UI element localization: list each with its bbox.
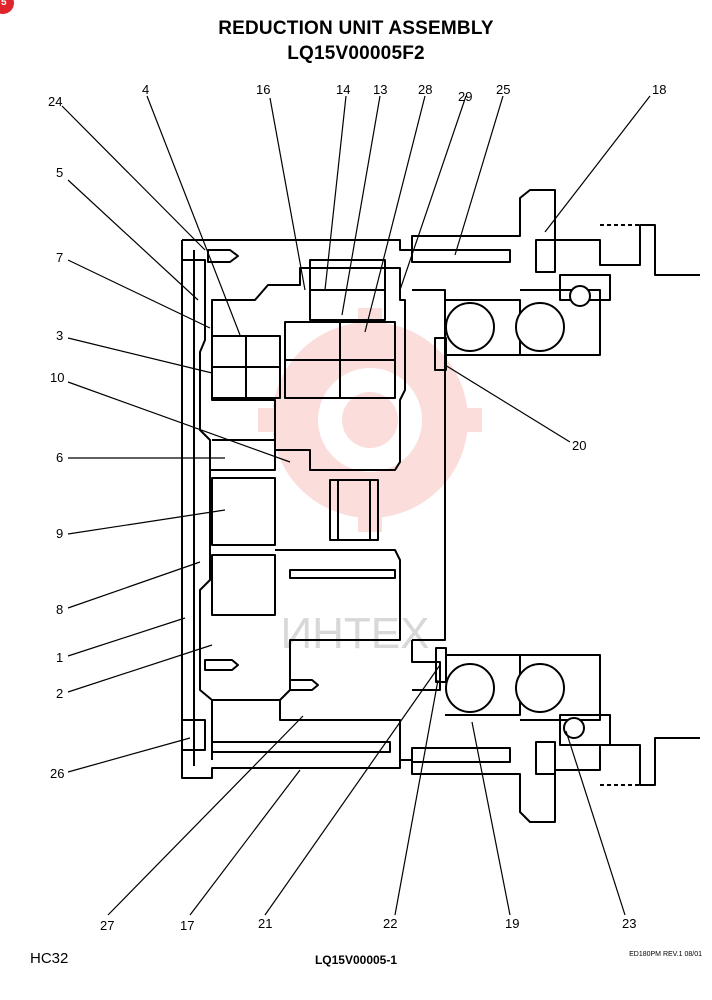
badge-glyph: 5 <box>1 0 7 8</box>
callout-25: 25 <box>496 82 510 97</box>
callout-20: 20 <box>572 438 586 453</box>
callout-17: 17 <box>180 918 194 933</box>
bearings <box>445 285 591 739</box>
callout-13: 13 <box>373 82 387 97</box>
callout-3: 3 <box>56 328 63 343</box>
callout-28: 28 <box>418 82 432 97</box>
callout-23: 23 <box>622 916 636 931</box>
callout-9: 9 <box>56 526 63 541</box>
callout-2: 2 <box>56 686 63 701</box>
callout-18: 18 <box>652 82 666 97</box>
callout-1: 1 <box>56 650 63 665</box>
corner-badge: 5 <box>0 0 14 14</box>
footer-right: ED180PM REV.1 08/01 <box>629 951 702 958</box>
callout-21: 21 <box>258 916 272 931</box>
callout-7: 7 <box>56 250 63 265</box>
callout-29: 29 <box>458 89 472 104</box>
watermark-text: ИНТЕХ <box>281 609 430 658</box>
footer-center: LQ15V00005-1 <box>314 953 398 967</box>
callout-4: 4 <box>142 82 149 97</box>
footer-left: HC32 <box>30 950 69 967</box>
callout-6: 6 <box>56 450 63 465</box>
callout-16: 16 <box>256 82 270 97</box>
part-number: LQ15V00005F2 <box>287 43 425 64</box>
callout-10: 10 <box>50 370 64 385</box>
leader-lines <box>61 95 651 916</box>
callout-22: 22 <box>383 916 397 931</box>
callout-labels: 24 4 16 14 13 28 29 25 18 5 7 3 10 6 9 8… <box>48 82 666 933</box>
page-title: REDUCTION UNIT ASSEMBLY <box>218 18 494 39</box>
callout-8: 8 <box>56 602 63 617</box>
callout-26: 26 <box>50 766 64 781</box>
callout-24: 24 <box>48 94 62 109</box>
callout-5: 5 <box>56 165 63 180</box>
callout-27: 27 <box>100 918 114 933</box>
callout-19: 19 <box>505 916 519 931</box>
drawing-lines <box>181 189 700 823</box>
callout-14: 14 <box>336 82 350 97</box>
